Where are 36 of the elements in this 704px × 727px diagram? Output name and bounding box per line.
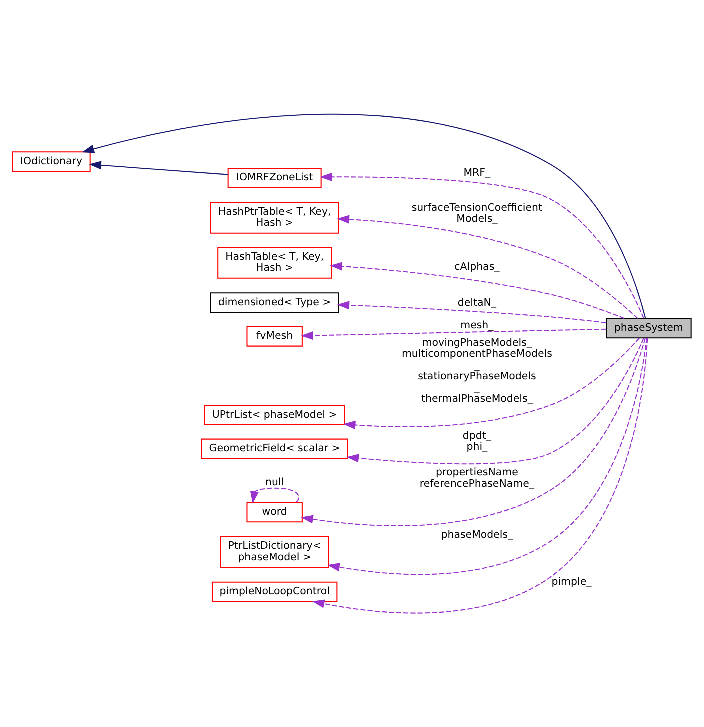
- arrow: [330, 262, 625, 319]
- arrow: [301, 338, 646, 526]
- arrow: [346, 338, 644, 464]
- arrow: [312, 338, 648, 614]
- edge-label: surfaceTensionCoefficient Models_: [412, 202, 543, 225]
- edge-label: null: [266, 476, 284, 488]
- edge-label: mesh_: [460, 320, 494, 331]
- edge-label: cAlphas_: [454, 262, 500, 273]
- arrow: [343, 337, 640, 429]
- arrow: [89, 160, 228, 175]
- arrow: [82, 114, 646, 318]
- edge-label: pimple_: [552, 576, 592, 588]
- node-box: HashPtrTable< T, Key, Hash >: [210, 202, 340, 234]
- node-box: UPtrList< phaseModel >: [204, 404, 346, 426]
- arrow: [320, 172, 644, 318]
- node-box: word: [246, 502, 303, 522]
- node-box: fvMesh: [246, 326, 303, 346]
- arrow: [337, 300, 606, 323]
- node-box: phaseSystem: [606, 318, 692, 338]
- node-box: HashTable< T, Key, Hash >: [218, 246, 332, 278]
- edge-label: propertiesName referencePhaseName_: [420, 467, 534, 490]
- edge-label: phaseModels_: [441, 529, 514, 540]
- edge-label: movingPhaseModels_ multicomponentPhaseModels _ stationaryPhaseModels _ thermalPhaseModels_: [402, 337, 552, 405]
- node-box: IOMRFZoneList: [228, 167, 322, 188]
- arrow: [301, 328, 606, 340]
- edge-label: dpdt_ phi_: [462, 430, 492, 453]
- edge-label: deltaN_: [458, 297, 497, 308]
- node-box: PtrListDictionary< phaseModel >: [220, 536, 330, 568]
- node-box: dimensioned< Type >: [210, 292, 340, 313]
- arrow: [328, 338, 648, 575]
- arrow: [337, 214, 638, 319]
- edge-label: MRF_: [464, 168, 491, 179]
- arrow: [250, 487, 300, 504]
- node-box: GeometricField< scalar >: [201, 438, 348, 459]
- node-box: IOdictionary: [12, 151, 91, 172]
- node-box: pimpleNoLoopControl: [212, 581, 338, 602]
